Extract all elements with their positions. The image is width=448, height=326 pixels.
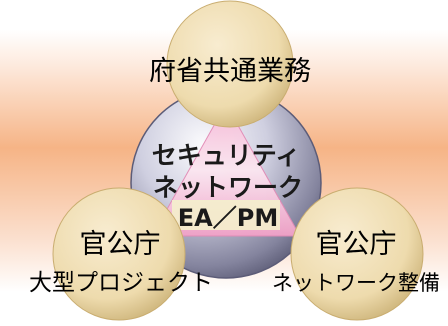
- top-circle: 府省共通業務: [149, 0, 311, 128]
- right-circle-line2: ネットワーク整備: [272, 271, 440, 295]
- center-label-ea-pm: EA／PM: [178, 204, 278, 232]
- center-band: [172, 200, 280, 230]
- center-sphere: [130, 87, 322, 279]
- top-circle-label: 府省共通業務: [149, 56, 311, 87]
- center-label-network: ネットワーク: [153, 173, 303, 202]
- right-circle-line1: 官公庁: [316, 229, 397, 260]
- left-circle: 官公庁 大型プロジェクト: [29, 187, 213, 321]
- left-circle-line1: 官公庁: [80, 229, 161, 260]
- right-circle: 官公庁 ネットワーク整備: [272, 187, 440, 321]
- center-label-security: セキュリティ: [152, 141, 301, 170]
- left-circle-line2: 大型プロジェクト: [29, 270, 213, 296]
